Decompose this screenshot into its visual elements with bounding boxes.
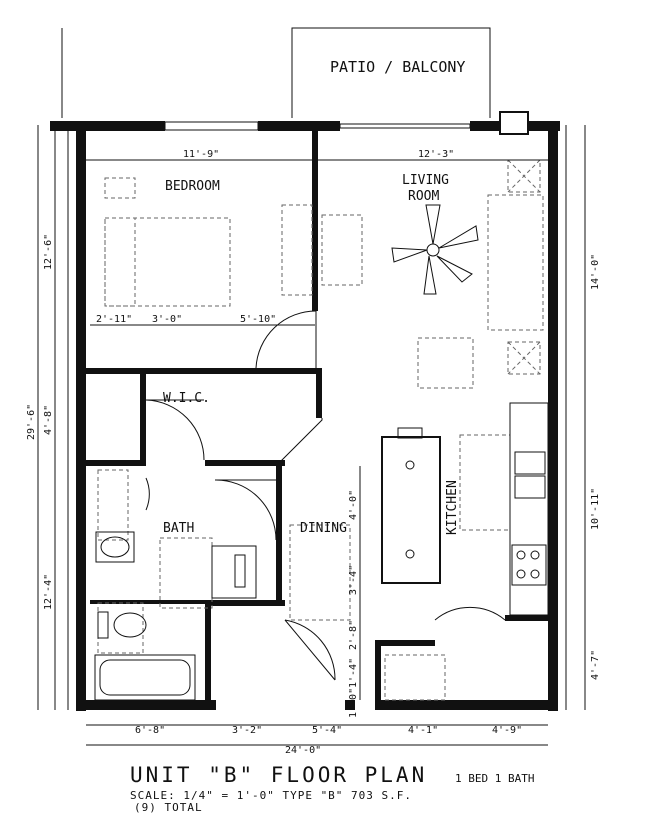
kitchen-counter — [509, 402, 549, 616]
dim-left-top: 12'-6" — [43, 234, 54, 270]
dim-bottom-b: 3'-2" — [232, 725, 262, 736]
exterior-walls — [50, 111, 567, 711]
dim-dining-d: 1'-4" — [348, 658, 359, 688]
doors — [145, 310, 506, 681]
dim-left-mid: 4'-8" — [43, 405, 54, 435]
label-living-2: ROOM — [408, 189, 439, 204]
dim-right-mid: 10'-11" — [590, 488, 601, 530]
label-bedroom: BEDROOM — [165, 179, 220, 194]
label-patio: PATIO / BALCONY — [330, 58, 465, 76]
dim-bedroom-width: 11'-9" — [183, 149, 219, 160]
label-dining: DINING — [300, 521, 347, 536]
patio-outline — [61, 27, 491, 118]
plan-total: (9) TOTAL — [134, 801, 203, 814]
dim-bottom-a: 6'-8" — [135, 725, 165, 736]
dim-bed-a: 2'-11" — [96, 314, 132, 325]
dim-bottom-d: 4'-1" — [408, 725, 438, 736]
label-living-1: LIVING — [402, 173, 449, 188]
furniture — [97, 159, 544, 701]
interior-walls — [86, 131, 550, 710]
toilet-icon — [97, 611, 147, 639]
kitchen-island — [381, 436, 441, 584]
dim-dining-a: 4'-0" — [348, 490, 359, 520]
label-bath: BATH — [163, 521, 194, 536]
dim-living-width: 12'-3" — [418, 149, 454, 160]
plan-title: UNIT "B" FLOOR PLAN — [130, 763, 428, 787]
fixtures — [94, 204, 549, 701]
dim-bed-b: 3'-0" — [152, 314, 182, 325]
dim-bottom-total: 24'-0" — [285, 745, 321, 756]
dim-left-bottom: 12'-4" — [43, 574, 54, 610]
plan-subtitle: 1 BED 1 BATH — [455, 772, 535, 785]
ceiling-fan-icon — [391, 204, 479, 295]
dim-dining-c: 2'-8" — [348, 620, 359, 650]
label-kitchen: KITCHEN — [445, 480, 460, 535]
dim-dining-b: 3'-4" — [348, 565, 359, 595]
washer-dryer — [211, 545, 257, 599]
dimension-lines — [37, 125, 586, 746]
dim-right-top: 14'-0" — [590, 254, 601, 290]
bathtub-icon — [94, 654, 196, 701]
dim-bottom-e: 4'-9" — [492, 725, 522, 736]
dim-bottom-c: 5'-4" — [312, 725, 342, 736]
label-wic: W.I.C. — [163, 391, 210, 406]
plan-scale: SCALE: 1/4" = 1'-0" TYPE "B" 703 S.F. — [130, 789, 413, 802]
dim-bed-c: 5'-10" — [240, 314, 276, 325]
dim-right-bottom: 4'-7" — [590, 650, 601, 680]
dim-left-total: 29'-6" — [26, 404, 37, 440]
dim-dining-e: 1'-0" — [348, 688, 359, 718]
sink-icon — [95, 531, 135, 563]
